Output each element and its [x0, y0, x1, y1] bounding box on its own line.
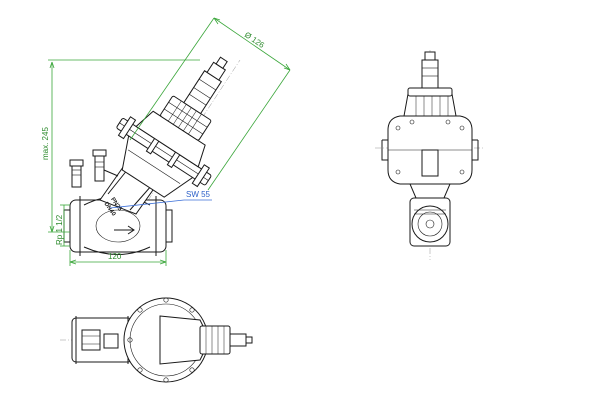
thread-label: Rp 1 1/2: [55, 214, 64, 245]
callout-wrench: SW 55: [109, 190, 212, 209]
top-view: [60, 297, 253, 383]
front-view: [375, 50, 485, 260]
dimension-max-height: max. 245: [41, 59, 200, 233]
dimension-width: 120: [69, 250, 167, 266]
max-height-label: max. 245: [41, 127, 50, 160]
test-port-right: [92, 149, 119, 182]
wrench-label: SW 55: [186, 190, 211, 199]
dimension-thread: Rp 1 1/2: [55, 204, 70, 247]
side-view: PN25 DN40 max. 245 Rp 1 1/2 120: [41, 17, 291, 266]
test-port-left: [69, 159, 84, 188]
actuator-side: [116, 56, 228, 198]
width-label: 120: [108, 252, 122, 261]
